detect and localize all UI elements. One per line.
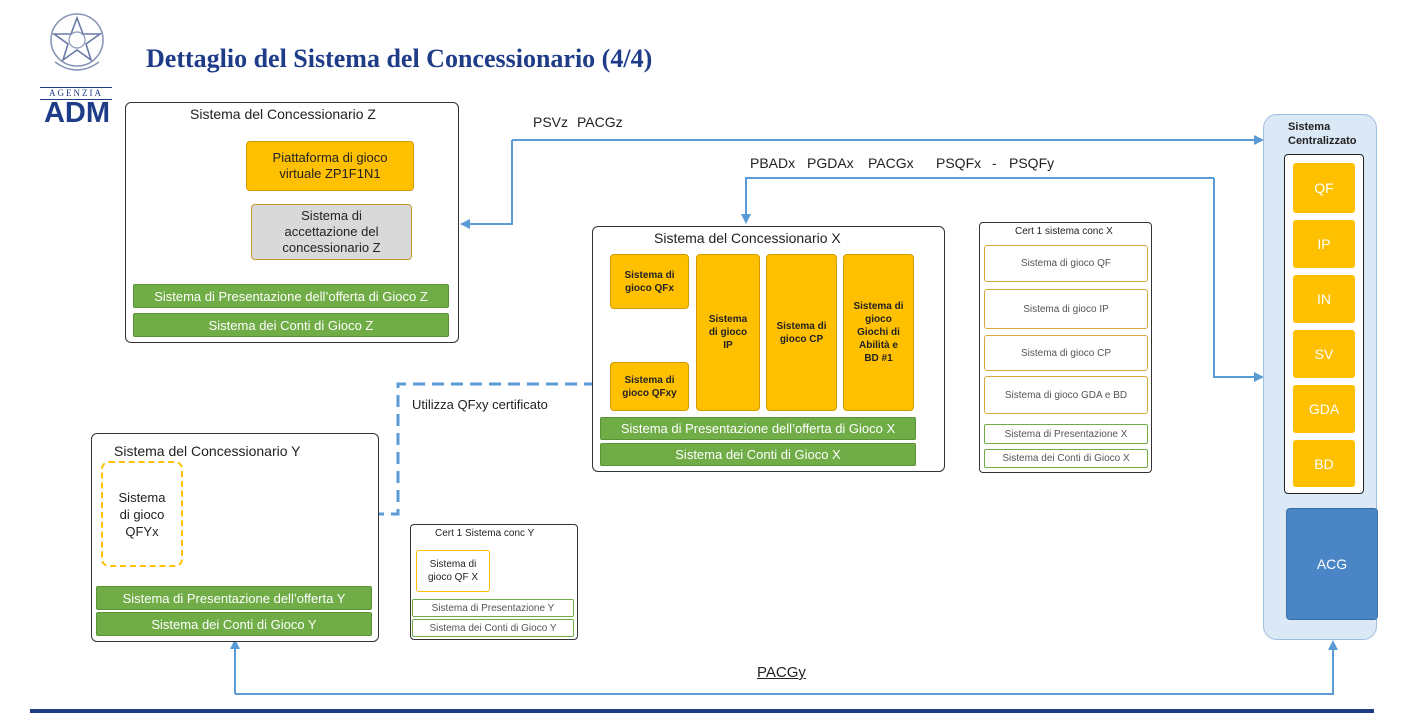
central-item-qf: QF — [1293, 163, 1355, 213]
flow-label-pgdax: PGDAx — [807, 155, 854, 171]
cert-y-title: Cert 1 Sistema conc Y — [435, 528, 535, 539]
central-acg: ACG — [1286, 508, 1378, 620]
flow-label-pacgy: PACGy — [757, 664, 806, 681]
cert-x-conti: Sistema dei Conti di Gioco X — [984, 449, 1148, 468]
flow-label-utilizza: Utilizza QFxy certificato — [412, 397, 548, 412]
conc-z-conti: Sistema dei Conti di Gioco Z — [133, 313, 449, 337]
flow-label-pbadx: PBADx — [750, 155, 796, 171]
flow-x-central-arrow — [741, 177, 1264, 382]
conc-x-ip: Sistema di gioco IP — [696, 254, 760, 411]
central-item-ip: IP — [1293, 220, 1355, 268]
central-item-bd: BD — [1293, 440, 1355, 487]
logo-agenzia-text: AGENZIA — [40, 87, 112, 100]
conc-z-title: Sistema del Concessionario Z — [190, 106, 376, 122]
flow-label-pacgx: PACGx — [868, 155, 914, 171]
conc-y-title: Sistema del Concessionario Y — [114, 443, 301, 459]
flow-label-pacgz: PACGz — [577, 114, 623, 130]
conc-y-conti: Sistema dei Conti di Gioco Y — [96, 612, 372, 636]
logo-adm-text: ADM — [43, 97, 111, 129]
conc-x-qfxy: Sistema di gioco QFxy — [610, 362, 689, 411]
central-item-sv: SV — [1293, 330, 1355, 378]
conc-x-conti: Sistema dei Conti di Gioco X — [600, 443, 916, 466]
cert-x-item-ip: Sistema di gioco IP — [984, 289, 1148, 329]
cert-x-item-qf: Sistema di gioco QF — [984, 245, 1148, 282]
conc-x-qfx: Sistema di gioco QFx — [610, 254, 689, 309]
conc-x-cp: Sistema di gioco CP — [766, 254, 837, 411]
flow-label-psqfx: PSQFx — [936, 155, 982, 171]
cert-y-item-qf: Sistema di gioco QF X — [416, 550, 490, 592]
conc-x-presentazione: Sistema di Presentazione dell’offerta di… — [600, 417, 916, 440]
flow-label-psvz: PSVz — [533, 114, 569, 130]
conc-y-presentazione: Sistema di Presentazione dell’offerta Y — [96, 586, 372, 610]
central-item-gda: GDA — [1293, 385, 1355, 433]
flow-label-psqfy: PSQFy — [1009, 155, 1055, 171]
conc-y-qfyx: Sistema di gioco QFYx — [101, 461, 183, 567]
cert-x-item-cp: Sistema di gioco CP — [984, 335, 1148, 371]
cert-y-presentazione: Sistema di Presentazione Y — [412, 599, 574, 617]
flow-y-central-arrow — [230, 639, 1338, 695]
italian-republic-emblem-icon — [50, 13, 104, 71]
conc-z-presentazione: Sistema di Presentazione dell’offerta di… — [133, 284, 449, 308]
flow-z-central-arrow — [460, 135, 1264, 229]
central-system-title: Sistema Centralizzato — [1288, 121, 1357, 147]
conc-x-giochi: Sistema di gioco Giochi di Abilità e BD … — [843, 254, 914, 411]
page-title: Dettaglio del Sistema del Concessionario… — [146, 44, 653, 73]
conc-z-accettazione: Sistema di accettazione del concessionar… — [251, 204, 412, 260]
conc-x-title: Sistema del Concessionario X — [654, 230, 841, 246]
conc-z-piattaforma: Piattaforma di gioco virtuale ZP1F1N1 — [246, 141, 414, 191]
cert-x-presentazione: Sistema di Presentazione X — [984, 424, 1148, 444]
cert-y-conti: Sistema dei Conti di Gioco Y — [412, 619, 574, 637]
cert-x-item-gda: Sistema di gioco GDA e BD — [984, 376, 1148, 414]
cert-x-title: Cert 1 sistema conc X — [1015, 226, 1113, 237]
flow-label-dash: - — [992, 155, 997, 171]
central-item-in: IN — [1293, 275, 1355, 323]
bottom-rule — [30, 709, 1374, 713]
